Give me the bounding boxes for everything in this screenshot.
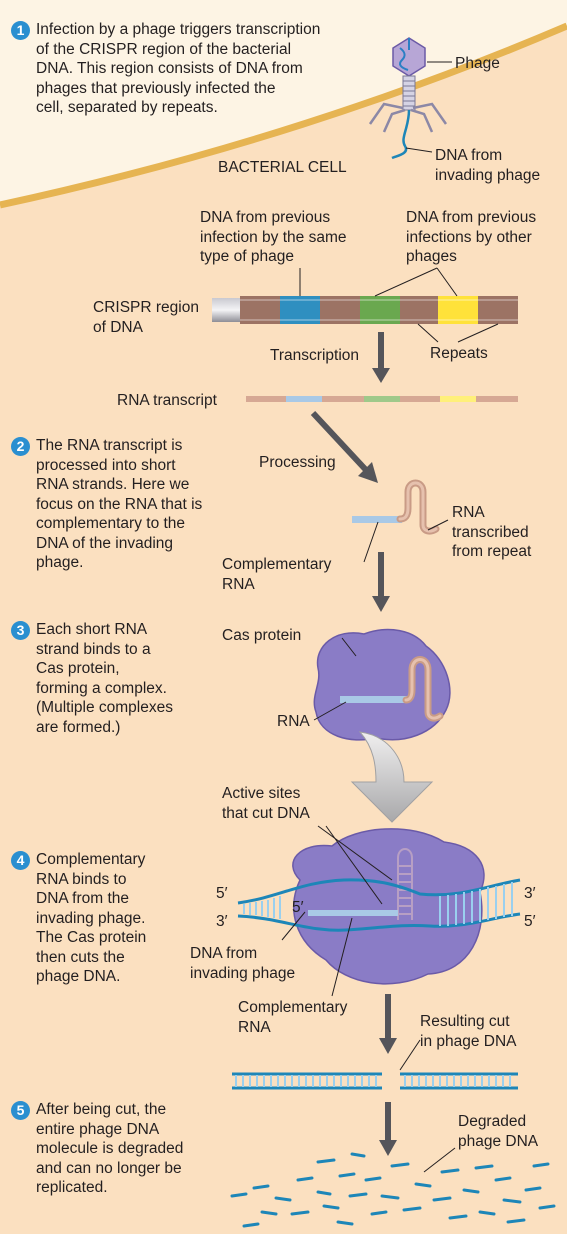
rna-from-repeat-label: RNA transcribed from repeat: [452, 504, 532, 560]
step-2-number: 2: [11, 437, 30, 456]
transcription-label: Transcription: [270, 347, 360, 364]
rna-transcript-label: RNA transcript: [117, 392, 217, 409]
cas-dna-complex: [237, 828, 521, 985]
dna-invading-phage-label: DNA from invading phage: [435, 147, 541, 184]
dna-invading-phage-label-2: DNA from invading phage: [190, 945, 296, 982]
step-5-number: 5: [11, 1101, 30, 1120]
step-3-text: Each short RNA strand binds to a Cas pro…: [36, 621, 173, 736]
repeats-label: Repeats: [430, 345, 488, 362]
bacterial-cell-label: BACTERIAL CELL: [218, 159, 347, 176]
complementary-rna-label-2: Complementary RNA: [238, 999, 348, 1036]
resulting-cut-label: Resulting cut in phage DNA: [420, 1013, 517, 1050]
dna-previous-other-label: DNA from previous infections by other ph…: [406, 209, 537, 265]
crispr-dna-rod: [212, 296, 518, 324]
curved-arrow: [350, 731, 434, 823]
dna-previous-same-label: DNA from previous infection by the same …: [200, 209, 347, 265]
active-sites-label: Active sites that cut DNA: [222, 785, 310, 822]
step-3-number: 3: [11, 621, 30, 640]
cell-membrane: [0, 22, 567, 209]
rna-label: RNA: [277, 713, 310, 730]
five-prime-left-label: 5′: [216, 885, 228, 902]
processing-label: Processing: [259, 454, 336, 471]
phage-icon: [368, 37, 448, 160]
step-5-text: After being cut, the entire phage DNA mo…: [36, 1101, 184, 1196]
cas-protein-complex: [313, 628, 451, 741]
step-1-text: Infection by a phage triggers transcript…: [36, 21, 321, 116]
phage-label: Phage: [455, 55, 500, 72]
step-4-number: 4: [11, 851, 30, 870]
step-1-number: 1: [11, 21, 30, 40]
five-prime-inner-label: 5′: [292, 899, 304, 916]
step-2-text: The RNA transcript is processed into sho…: [36, 437, 203, 571]
step-4-text: Complementary RNA binds to DNA from the …: [36, 851, 147, 985]
three-prime-right-label: 3′: [524, 885, 536, 902]
degraded-dna-fragments: [230, 1152, 556, 1228]
five-prime-right-label: 5′: [524, 913, 536, 930]
cas-protein-label: Cas protein: [222, 627, 302, 644]
complementary-rna-label-1: Complementary RNA: [222, 556, 332, 593]
degraded-phage-dna-label: Degraded phage DNA: [458, 1113, 539, 1150]
cut-phage-dna: [232, 1072, 518, 1090]
rna-transcript-strand: [246, 396, 518, 402]
processed-rna: [352, 479, 440, 535]
crispr-region-label: CRISPR region of DNA: [93, 299, 199, 336]
three-prime-left-label: 3′: [216, 913, 228, 930]
